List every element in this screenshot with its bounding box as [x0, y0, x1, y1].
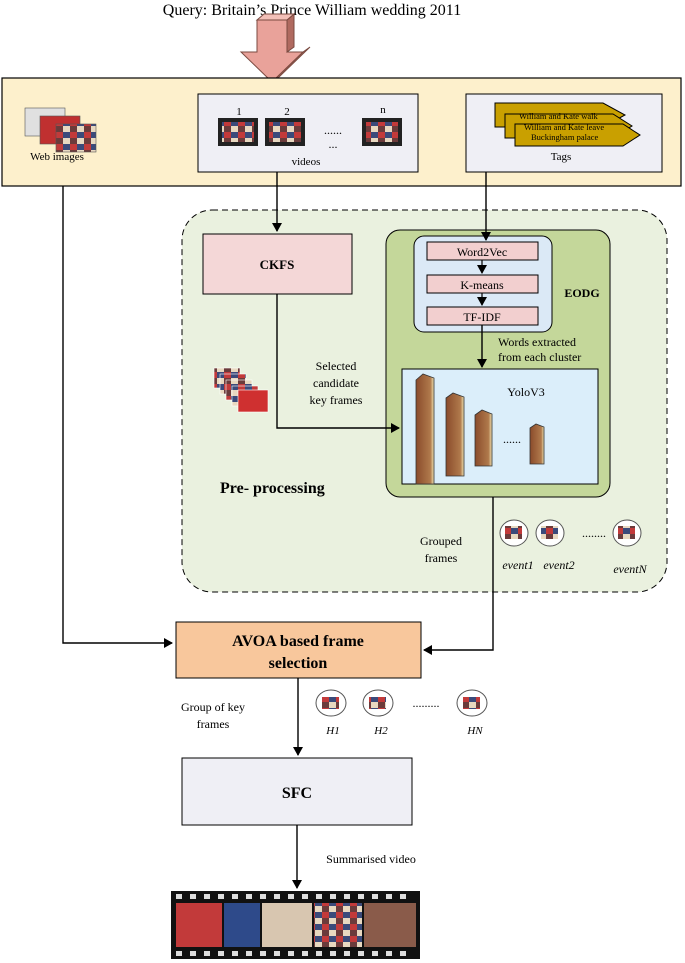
query-arrow-icon — [239, 12, 311, 83]
h-dots: ......... — [413, 696, 440, 710]
avoa-label-line1: AVOA based frame — [232, 633, 364, 650]
ckfs-box — [202, 233, 353, 295]
event-2-label: event2 — [543, 558, 574, 572]
videos-label: videos — [292, 156, 321, 168]
event-circles-icon — [499, 519, 642, 547]
event-1-label: event1 — [502, 558, 533, 572]
words-extracted-line2: from each cluster — [498, 350, 581, 364]
preprocessing-label: Pre- processing — [220, 480, 325, 497]
tags-label: Tags — [551, 151, 572, 163]
tag-1: William and Kate walk — [519, 111, 598, 121]
web-images-label: Web images — [30, 151, 84, 163]
summarised-video-label: Summarised video — [326, 852, 416, 866]
video-number-1: 1 — [236, 106, 242, 118]
query-title: Query: Britain’s Prince William wedding … — [163, 2, 461, 19]
tags-stack-icon — [494, 102, 641, 147]
tfidf-label: TF-IDF — [463, 310, 501, 324]
h2-label: H2 — [373, 725, 388, 737]
event-n-label: eventN — [613, 562, 647, 576]
avoa-box — [175, 621, 422, 679]
key-frame-circles-icon — [315, 689, 488, 717]
tag-2: William and Kate leave — [524, 122, 604, 132]
summarised-video-filmstrip-icon — [171, 891, 420, 959]
h1-label: H1 — [325, 725, 339, 737]
cnn-layers-icon — [415, 373, 545, 485]
connector-arrows — [62, 172, 494, 889]
selected-candidate-line2: candidate — [313, 376, 359, 390]
video-filmstrip-icon — [218, 118, 402, 146]
avoa-label-line2: selection — [269, 655, 328, 672]
words-extracted-line1: Words extracted — [498, 335, 576, 349]
candidate-frames-icon — [213, 367, 269, 413]
yolo-label: YoloV3 — [507, 385, 544, 399]
grouped-frames-line1: Grouped — [420, 534, 462, 548]
web-images-icon — [24, 107, 97, 153]
ckfs-label: CKFS — [260, 257, 295, 272]
event-dots: ........ — [582, 526, 606, 540]
eodg-label: EODG — [564, 286, 599, 300]
selected-candidate-line1: Selected — [316, 359, 357, 373]
group-key-frames-line2: frames — [197, 717, 230, 731]
tag-3: Buckingham palace — [531, 132, 598, 142]
word2vec-label: Word2Vec — [457, 245, 507, 259]
yolo-box — [401, 368, 599, 485]
sfc-label: SFC — [282, 785, 312, 802]
hn-label: HN — [466, 725, 483, 737]
group-key-frames-line1: Group of key — [181, 700, 245, 714]
grouped-frames-line2: frames — [425, 551, 458, 565]
kmeans-label: K-means — [460, 278, 504, 292]
video-dots-row2: ... — [329, 137, 338, 151]
video-number-2: 2 — [284, 106, 290, 118]
video-number-n: n — [380, 104, 386, 116]
video-dots-row1: ...... — [324, 123, 342, 137]
sfc-box — [181, 757, 413, 826]
selected-candidate-line3: key frames — [310, 393, 363, 407]
yolo-dots: ...... — [503, 432, 521, 446]
